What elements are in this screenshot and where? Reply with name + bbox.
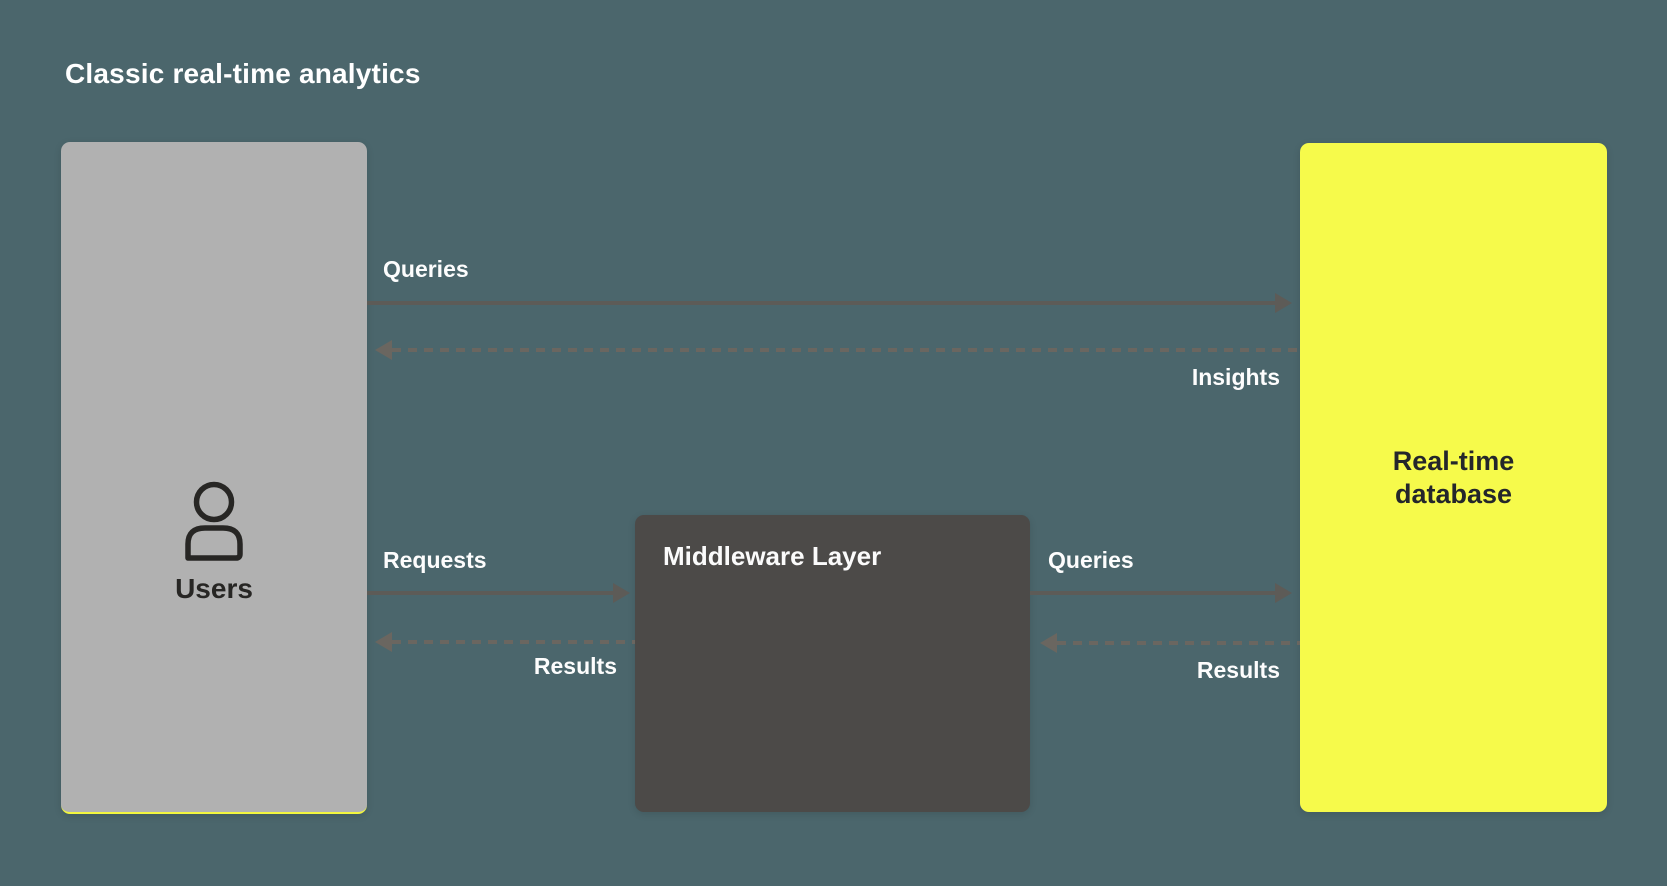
edge-insights-line	[392, 348, 1300, 352]
edge-label-insights: Insights	[1191, 364, 1280, 390]
node-database: Real-time database	[1300, 143, 1607, 812]
edge-queries-right-line	[1030, 591, 1276, 595]
node-users: Users	[61, 142, 367, 814]
edge-results-left-arrowhead-icon	[375, 632, 392, 652]
edge-queries-top-arrowhead-icon	[1275, 293, 1292, 313]
edge-queries-right-arrowhead-icon	[1275, 583, 1292, 603]
edge-results-left-line	[392, 640, 635, 644]
edge-queries-top-line	[367, 301, 1276, 305]
diagram-title: Classic real-time analytics	[65, 58, 421, 89]
node-middleware-label: Middleware Layer	[663, 541, 882, 571]
edge-label-results-left: Results	[533, 653, 617, 679]
edge-results-right-arrowhead-icon	[1040, 633, 1057, 653]
edge-requests-arrowhead-icon	[613, 583, 630, 603]
node-middleware: Middleware Layer	[635, 515, 1030, 812]
edge-requests-line	[367, 591, 614, 595]
edge-label-queries-right: Queries	[1048, 547, 1134, 573]
edge-insights-arrowhead-icon	[375, 340, 392, 360]
edge-results-right-line	[1057, 641, 1300, 645]
edge-label-requests: Requests	[383, 547, 487, 573]
edge-label-results-right: Results	[1196, 657, 1280, 683]
node-users-label: Users	[175, 573, 253, 604]
edge-label-queries-top: Queries	[383, 256, 469, 282]
node-database-label: Real-time database	[1392, 445, 1515, 509]
person-icon	[179, 479, 249, 561]
